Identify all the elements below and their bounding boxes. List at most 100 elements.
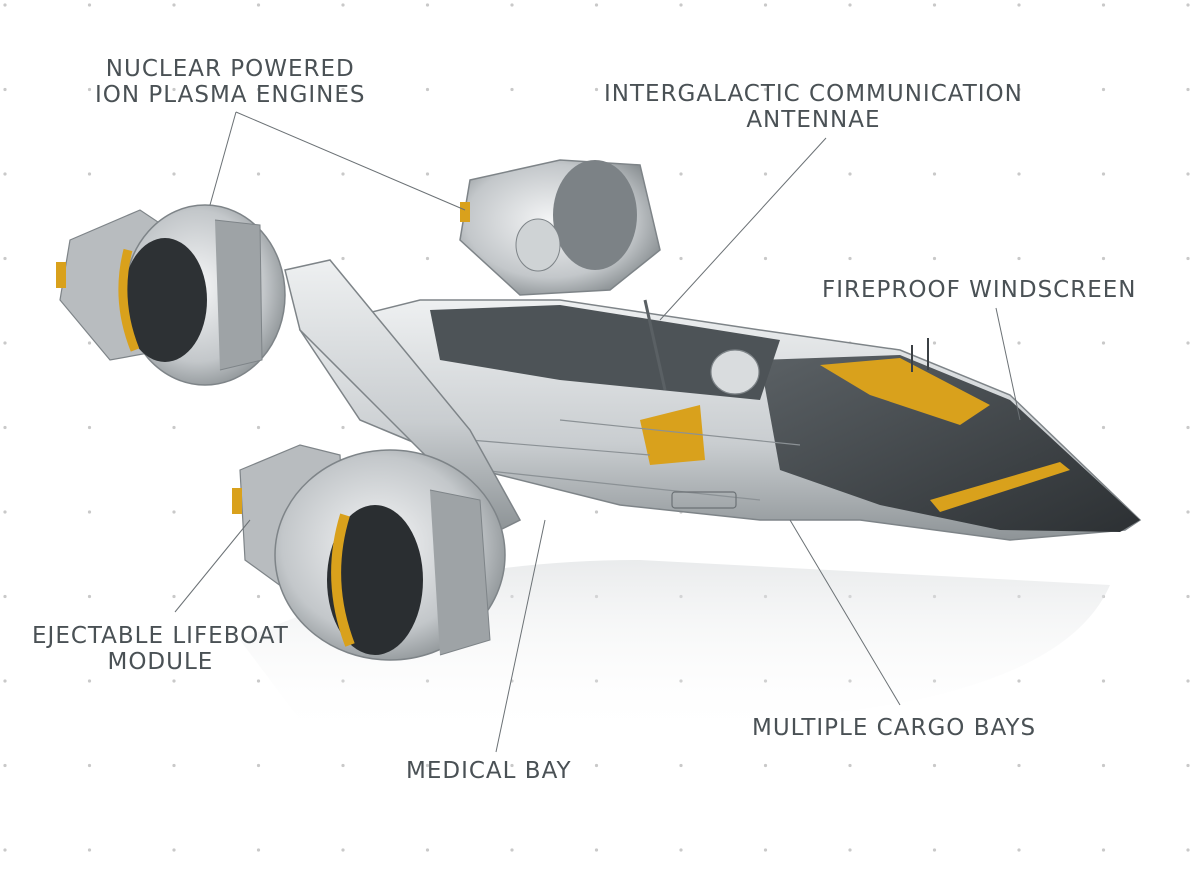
- grid-dot: [87, 679, 92, 683]
- label-line: MEDICAL BAY: [406, 758, 572, 784]
- grid-dot: [256, 87, 261, 92]
- grid-dot: [848, 763, 852, 768]
- grid-dot: [1186, 425, 1190, 430]
- grid-dot: [594, 848, 599, 852]
- grid-dot: [510, 848, 514, 852]
- grid-dot: [425, 172, 430, 176]
- label-line: NUCLEAR POWERED: [105, 56, 355, 82]
- grid-dot: [510, 3, 514, 7]
- grid-dot: [172, 848, 176, 852]
- grid-dot: [1017, 763, 1021, 768]
- grid-dot: [1101, 87, 1106, 92]
- grid-dot: [1017, 3, 1021, 7]
- grid-dot: [1101, 3, 1106, 7]
- grid-dot: [87, 341, 92, 345]
- grid-dot: [1101, 172, 1106, 176]
- label-line: EJECTABLE LIFEBOAT: [32, 623, 289, 649]
- grid-dot: [763, 3, 768, 7]
- engine-nacelle-lower-left: [232, 444, 506, 661]
- label-ejectable-lifeboat-module: EJECTABLE LIFEBOAT MODULE: [32, 623, 289, 675]
- grid-dot: [425, 3, 430, 7]
- engine-boom: [284, 259, 522, 531]
- label-line: INTERGALACTIC COMMUNICATION: [604, 81, 1023, 107]
- antenna-mast: [643, 299, 929, 395]
- grid-dot: [848, 848, 852, 852]
- grid-dot: [341, 87, 345, 92]
- grid-dot: [679, 256, 683, 261]
- grid-dot: [1101, 341, 1106, 345]
- grid-dot: [679, 3, 683, 7]
- grid-dot: [87, 510, 92, 514]
- grid-dot: [172, 172, 176, 176]
- label-line: FIREPROOF WINDSCREEN: [822, 277, 1137, 303]
- grid-dot: [87, 594, 92, 599]
- grid-dot: [3, 87, 7, 92]
- grid-dot: [763, 763, 768, 768]
- leader-line-cargo: [789, 519, 901, 706]
- leader-line-lifeboat: [174, 519, 251, 613]
- leader-line-antennae: [659, 137, 827, 321]
- grid-dot: [932, 3, 937, 7]
- grid-dot: [932, 87, 937, 92]
- grid-dot: [256, 763, 261, 768]
- grid-dot: [594, 3, 599, 7]
- grid-dot: [932, 763, 937, 768]
- engine-nacelle-upper-left: [56, 204, 286, 386]
- grid-dot: [3, 256, 7, 261]
- grid-dot: [341, 172, 345, 176]
- grid-dot: [3, 594, 7, 599]
- grid-dot: [3, 341, 7, 345]
- grid-dot: [1017, 679, 1021, 683]
- grid-dot: [87, 763, 92, 768]
- grid-dot: [172, 425, 176, 430]
- grid-dot: [3, 848, 7, 852]
- grid-dot: [341, 848, 345, 852]
- grid-dot: [1101, 763, 1106, 768]
- grid-dot: [848, 87, 852, 92]
- grid-dot: [172, 87, 176, 92]
- grid-dot: [1101, 848, 1106, 852]
- label-fireproof-windscreen: FIREPROOF WINDSCREEN: [822, 277, 1136, 303]
- grid-dot: [256, 3, 261, 7]
- grid-dot: [594, 87, 599, 92]
- grid-dot: [256, 425, 261, 430]
- grid-dot: [763, 87, 768, 92]
- grid-dot: [1017, 87, 1021, 92]
- grid-dot: [1101, 256, 1106, 261]
- leader-line-engines-b: [235, 111, 466, 211]
- grid-dot: [1017, 172, 1021, 176]
- grid-dot: [256, 594, 261, 599]
- grid-dot: [763, 172, 768, 176]
- grid-dot: [425, 87, 430, 92]
- grid-dot: [1017, 341, 1021, 345]
- label-line: MULTIPLE CARGO BAYS: [752, 715, 1037, 741]
- grid-dot: [172, 3, 176, 7]
- engine-nacelle-upper-rear: [459, 159, 661, 296]
- grid-dot: [932, 256, 937, 261]
- grid-dot: [1101, 425, 1106, 430]
- grid-dot: [87, 3, 92, 7]
- leader-line-engines-a: [209, 111, 237, 206]
- label-medical-bay: MEDICAL BAY: [406, 758, 572, 784]
- grid-dot: [679, 172, 683, 176]
- label-communication-antennae: INTERGALACTIC COMMUNICATION ANTENNAE: [604, 81, 1023, 133]
- grid-dot: [87, 425, 92, 430]
- leader-line-windscreen: [995, 307, 1021, 421]
- grid-dot: [1186, 594, 1190, 599]
- label-multiple-cargo-bays: MULTIPLE CARGO BAYS: [752, 715, 1036, 741]
- grid-dot: [1017, 848, 1021, 852]
- grid-dot: [932, 172, 937, 176]
- grid-dot: [1186, 3, 1190, 7]
- grid-dot: [679, 848, 683, 852]
- grid-dot: [256, 172, 261, 176]
- grid-dot: [763, 848, 768, 852]
- grid-dot: [172, 594, 176, 599]
- grid-dot: [1186, 341, 1190, 345]
- grid-dot: [425, 763, 430, 768]
- grid-dot: [763, 256, 768, 261]
- grid-dot: [594, 763, 599, 768]
- grid-dot: [3, 172, 7, 176]
- leader-line-medical: [495, 519, 546, 753]
